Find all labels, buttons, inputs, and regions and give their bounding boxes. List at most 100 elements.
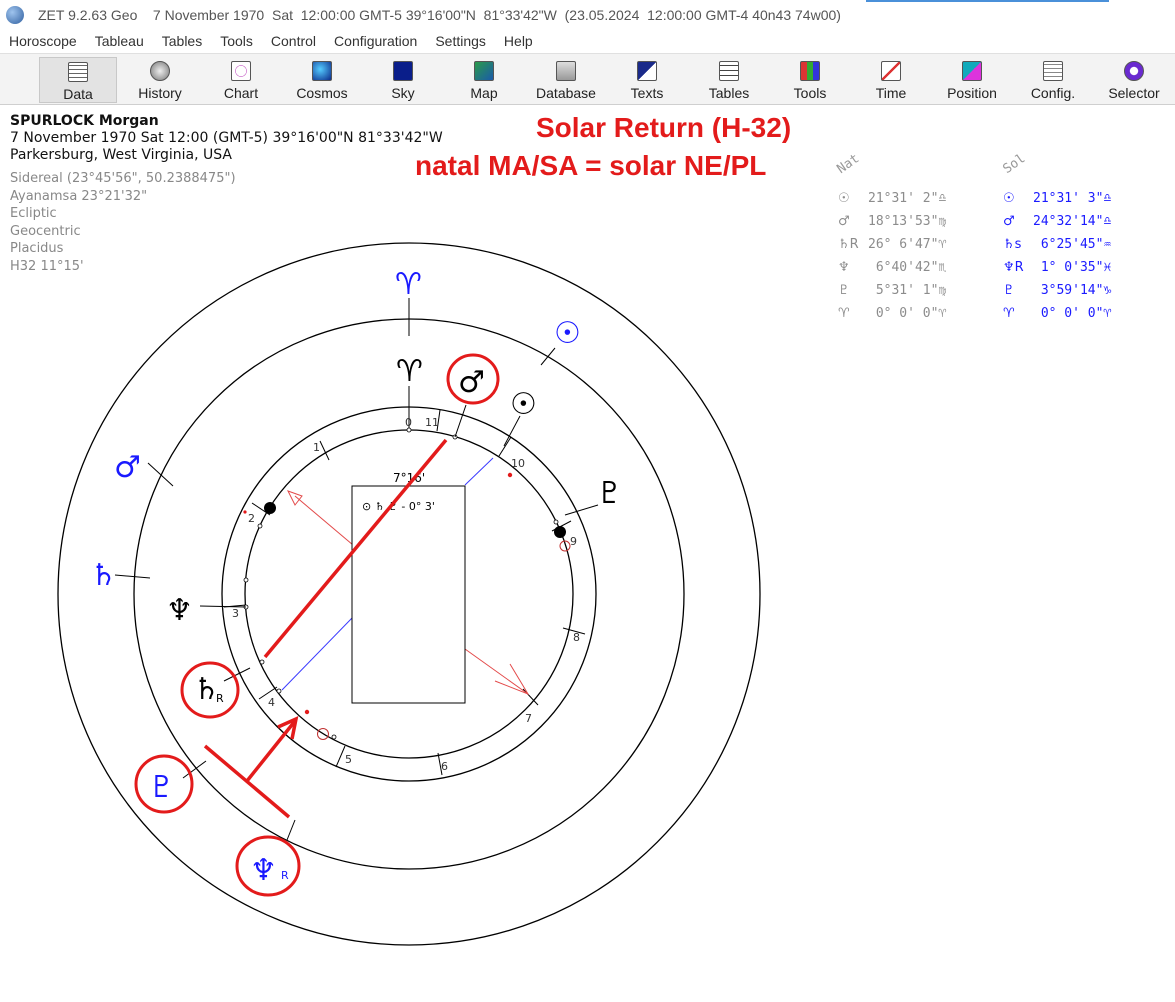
toolbar-tables-label: Tables [708, 85, 750, 101]
asc-axis-line [294, 495, 354, 546]
menu-horoscope[interactable]: Horoscope [9, 33, 77, 49]
window-title: ZET 9.2.63 Geo 7 November 1970 Sat 12:00… [38, 7, 841, 23]
annotation-title: Solar Return (H-32) [536, 112, 792, 143]
toolbar-selector-button[interactable]: Selector [1095, 57, 1173, 103]
toolbar-position-button[interactable]: Position [933, 57, 1011, 103]
setting-geocentric: Geocentric [10, 223, 81, 239]
house-number-1: 1 [313, 441, 320, 454]
natal-row-sun: ☉ 21°31' 2"♎ [838, 187, 946, 210]
solar-mars-glyph: ♂ [114, 450, 141, 485]
outer-neptune-leader [286, 819, 296, 841]
solar-saturn-glyph: ♄ [90, 558, 117, 593]
natal-aries-glyph: ♈ [396, 354, 423, 389]
toolbar-map-label: Map [470, 85, 498, 101]
solar-neptune-value: 1° 0'35"♓ [1033, 260, 1112, 275]
title-bar: ZET 9.2.63 Geo 7 November 1970 Sat 12:00… [0, 0, 1175, 30]
desc-axis-line [464, 648, 529, 695]
tables-icon [719, 61, 739, 81]
outer-ring [57, 242, 761, 946]
natal-mars-value: 18°13'53"♍ [868, 214, 947, 229]
menu-tools[interactable]: Tools [220, 33, 253, 49]
natal-saturn-retro: R [216, 692, 224, 705]
house-number-7: 7 [525, 712, 532, 725]
natal-neptune-glyph: ♆ [166, 593, 193, 628]
toolbar-sky-label: Sky [391, 85, 415, 101]
natal-sun-value: 21°31' 2"♎ [868, 191, 947, 206]
sun-icon: ☉ [838, 191, 850, 206]
toolbar-position-label: Position [947, 85, 997, 101]
toolbar-time-button[interactable]: Time [852, 57, 930, 103]
house-number-2: 2 [248, 512, 255, 525]
menu-configuration[interactable]: Configuration [334, 33, 418, 49]
solar-row-pluto: ♇ 3°59'14"♑ [1003, 279, 1111, 302]
annotation-arrow [203, 716, 299, 819]
menu-help[interactable]: Help [503, 33, 533, 49]
zet-app-icon[interactable] [6, 6, 24, 24]
toolbar-database-button[interactable]: Database [527, 57, 605, 103]
highlight-solar-pluto [134, 754, 194, 814]
toolbar-chart-label: Chart [223, 85, 259, 101]
setting-harmonic: H32 11°15' [10, 258, 84, 274]
toolbar-history-label: History [138, 85, 182, 101]
setting-ecliptic: Ecliptic [10, 206, 57, 221]
pluto-icon: ♇ [1003, 283, 1015, 298]
house-number-3: 3 [232, 607, 239, 620]
toolbar-map-button[interactable]: Map [445, 57, 523, 103]
menu-tableau[interactable]: Tableau [94, 33, 144, 49]
birth-place: Parkersburg, West Virginia, USA [10, 147, 233, 163]
saturn-icon: ♄s [1003, 237, 1022, 252]
highlight-solar-neptune [235, 835, 301, 897]
mc-axis-line [464, 457, 494, 486]
natal-neptune-value: 6°40'42"♏ [868, 260, 947, 275]
toolbar-cosmos-button[interactable]: Cosmos [283, 57, 361, 103]
natal-row-aries: ♈ 0° 0' 0"♈ [838, 302, 946, 325]
toolbar-data-button[interactable]: Data [39, 57, 117, 103]
solar-mars-value: 24°32'14"♎ [1033, 214, 1112, 229]
house-number-11: 11 [425, 416, 439, 429]
toolbar-tables-button[interactable]: Tables [690, 57, 768, 103]
inner-pluto-leader [564, 504, 599, 516]
solar-row-mars: ♂ 24°32'14"♎ [1003, 210, 1111, 233]
toolbar-config-button[interactable]: Config. [1014, 57, 1092, 103]
setting-ayanamsa: Ayanamsa 23°21'32" [10, 188, 148, 204]
highlight-natal-saturn [180, 661, 240, 719]
asc-arrow-icon [286, 490, 303, 506]
birth-date-line: 7 November 1970 Sat 12:00 (GMT-5) 39°16'… [10, 130, 443, 146]
house-number-0: 0 [405, 416, 412, 429]
toolbar-texts-button[interactable]: Texts [608, 57, 686, 103]
solar-row-sun: ☉21°31' 3"♎ [1003, 187, 1111, 210]
config-icon [1043, 61, 1063, 81]
inner-mars-leader [454, 404, 467, 438]
texts-icon [637, 61, 657, 81]
solar-row-neptune: ♆R 1° 0'35"♓ [1003, 256, 1111, 279]
selector-icon [1124, 61, 1144, 81]
time-icon [881, 61, 901, 81]
toolbar-sky-button[interactable]: Sky [364, 57, 442, 103]
solar-sun-value: 21°31' 3"♎ [1033, 191, 1112, 206]
setting-sidereal: Sidereal (23°45'56", 50.2388475") [10, 171, 236, 186]
mars-icon: ♂ [1003, 214, 1015, 229]
toolbar-database-label: Database [536, 85, 596, 101]
solar-neptune-retro: R [281, 869, 289, 882]
toolbar-chart-button[interactable]: Chart [202, 57, 280, 103]
natal-pluto-glyph: ♇ [596, 476, 623, 511]
neptune-icon: ♆R [1003, 260, 1024, 275]
cosmos-icon [312, 61, 332, 81]
sky-icon [393, 61, 413, 81]
chart-icon [231, 61, 251, 81]
solar-pluto-glyph: ♇ [148, 770, 175, 805]
menu-control[interactable]: Control [270, 33, 317, 49]
outer-saturn-leader [114, 574, 151, 579]
toolbar-history-button[interactable]: History [121, 57, 199, 103]
toolbar: Data History Chart Cosmos Sky Map Databa… [0, 53, 1175, 105]
menu-tables[interactable]: Tables [161, 33, 203, 49]
outer-mars-leader [147, 462, 174, 487]
menu-settings[interactable]: Settings [435, 33, 486, 49]
toolbar-cosmos-label: Cosmos [296, 85, 348, 101]
toolbar-tools-button[interactable]: Tools [771, 57, 849, 103]
solar-aries-value: 0° 0' 0"♈ [1033, 306, 1112, 321]
map-icon [474, 61, 494, 81]
